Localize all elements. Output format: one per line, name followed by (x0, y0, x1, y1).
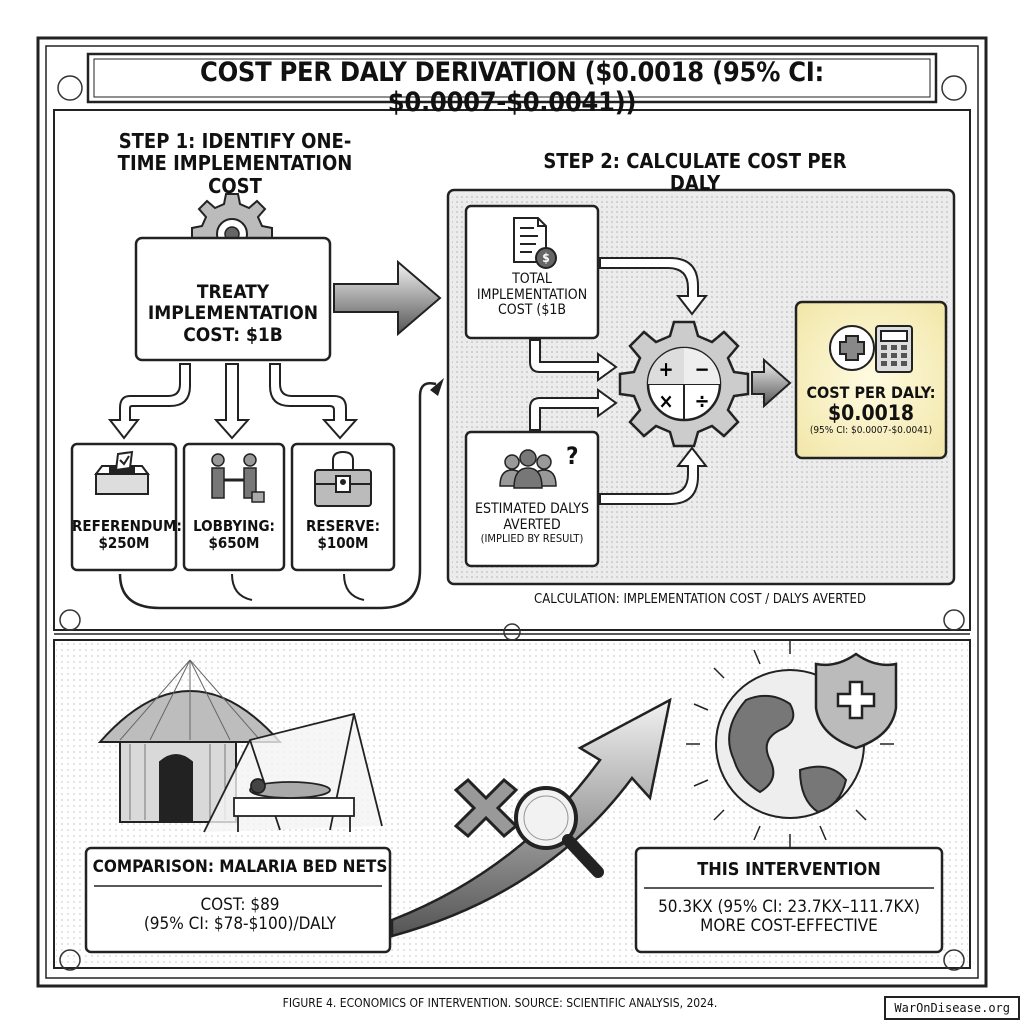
reserve-label: RESERVE: $100M (292, 518, 394, 552)
treasure-chest-icon (314, 450, 372, 507)
branch-arrows (107, 363, 359, 440)
lobbying-label: LOBBYING: $650M (184, 518, 284, 552)
svg-text:+: + (658, 357, 673, 381)
connector-lobbying (231, 573, 253, 601)
reserve-value: $100M (317, 533, 369, 552)
total-cost-box (464, 204, 600, 340)
lobbying-box (182, 442, 286, 572)
intervention-ratio: 50.3KX (95% CI: 23.7KX–111.7KX) (658, 897, 920, 917)
referendum-value: $250M (98, 533, 150, 552)
hut-icon (97, 659, 283, 823)
intervention-value: 50.3KX (95% CI: 23.7KX–111.7KX) MORE COS… (640, 897, 938, 937)
connector-reserve (343, 573, 365, 601)
figure-caption: FIGURE 4. ECONOMICS OF INTERVENTION. SOU… (282, 996, 718, 1010)
ballot-box-icon (94, 450, 150, 495)
lobbying-label-text: LOBBYING: (193, 517, 275, 535)
comparison-ci: (95% CI: $78-$100)/DALY (143, 914, 337, 935)
step2-connectors (529, 257, 709, 505)
treaty-cost-label: TREATY IMPLEMENTATION COST: $1B (147, 281, 319, 346)
intervention-desc: MORE COST-EFFECTIVE (700, 916, 878, 937)
watermark: WarOnDisease.org (884, 996, 1020, 1020)
result-title: COST PER DALY: (806, 383, 936, 402)
intervention-box (634, 846, 944, 954)
svg-text:$: $ (542, 251, 550, 265)
result-ci: (95% CI: $0.0007-$0.0041) (809, 425, 933, 437)
svg-text:?: ? (566, 442, 579, 470)
intervention-title: THIS INTERVENTION (697, 859, 881, 880)
trend-arrow (390, 697, 672, 938)
magnifier-icon (514, 786, 604, 878)
svg-text:×: × (658, 389, 673, 413)
dalys-note: (IMPLIED BY RESULT) (480, 532, 584, 546)
reserve-label-text: RESERVE: (305, 517, 380, 535)
referendum-label-text: REFERENDUM: (72, 517, 182, 535)
connector-to-step2 (118, 382, 437, 610)
svg-text:−: − (694, 357, 709, 381)
formula-label: CALCULATION: IMPLEMENTATION COST / DALYS… (534, 592, 866, 607)
calculator-icon (829, 325, 913, 373)
calculator-gear-icon: + − × ÷ (618, 320, 750, 448)
corner-ornaments (57, 75, 967, 971)
result-value: $0.0018 (827, 400, 915, 425)
step2-heading: STEP 2: CALCULATE COST PER DALY (543, 149, 847, 196)
step1-heading: STEP 1: IDENTIFY ONE-TIME IMPLEMENTATION… (117, 129, 353, 198)
comparison-cost: COST: $89 (200, 895, 280, 915)
lobbying-value: $650M (208, 533, 260, 552)
arrow-to-step2 (333, 259, 442, 337)
comparison-box (84, 846, 392, 954)
bed-net-icon (203, 712, 383, 833)
connector-arrowhead (430, 378, 444, 396)
document-icon: $ (513, 217, 557, 269)
referendum-label: REFERENDUM: $250M (72, 517, 182, 552)
comparison-title: COMPARISON: MALARIA BED NETS (92, 857, 388, 877)
total-cost-label: TOTAL IMPLEMENTATION COST ($1B (476, 271, 588, 319)
comparison-value: COST: $89 (95% CI: $78-$100)/DALY (92, 895, 388, 935)
arrow-to-result (751, 357, 792, 409)
title-banner (86, 52, 938, 104)
handshake-icon (211, 453, 265, 503)
dalys-box (464, 430, 600, 568)
people-icon: ? (499, 442, 579, 489)
page-title: COST PER DALY DERIVATION ($0.0018 (95% C… (200, 57, 824, 119)
dalys-label-text: ESTIMATED DALYS AVERTED (474, 501, 589, 533)
shield-icon (814, 652, 898, 750)
treaty-box (134, 236, 332, 362)
result-label: COST PER DALY: $0.0018 (95% CI: $0.0007-… (798, 384, 944, 437)
outer-frame (36, 36, 988, 988)
svg-text:÷: ÷ (694, 389, 709, 413)
dalys-label: ESTIMATED DALYS AVERTED (IMPLIED BY RESU… (466, 501, 598, 546)
